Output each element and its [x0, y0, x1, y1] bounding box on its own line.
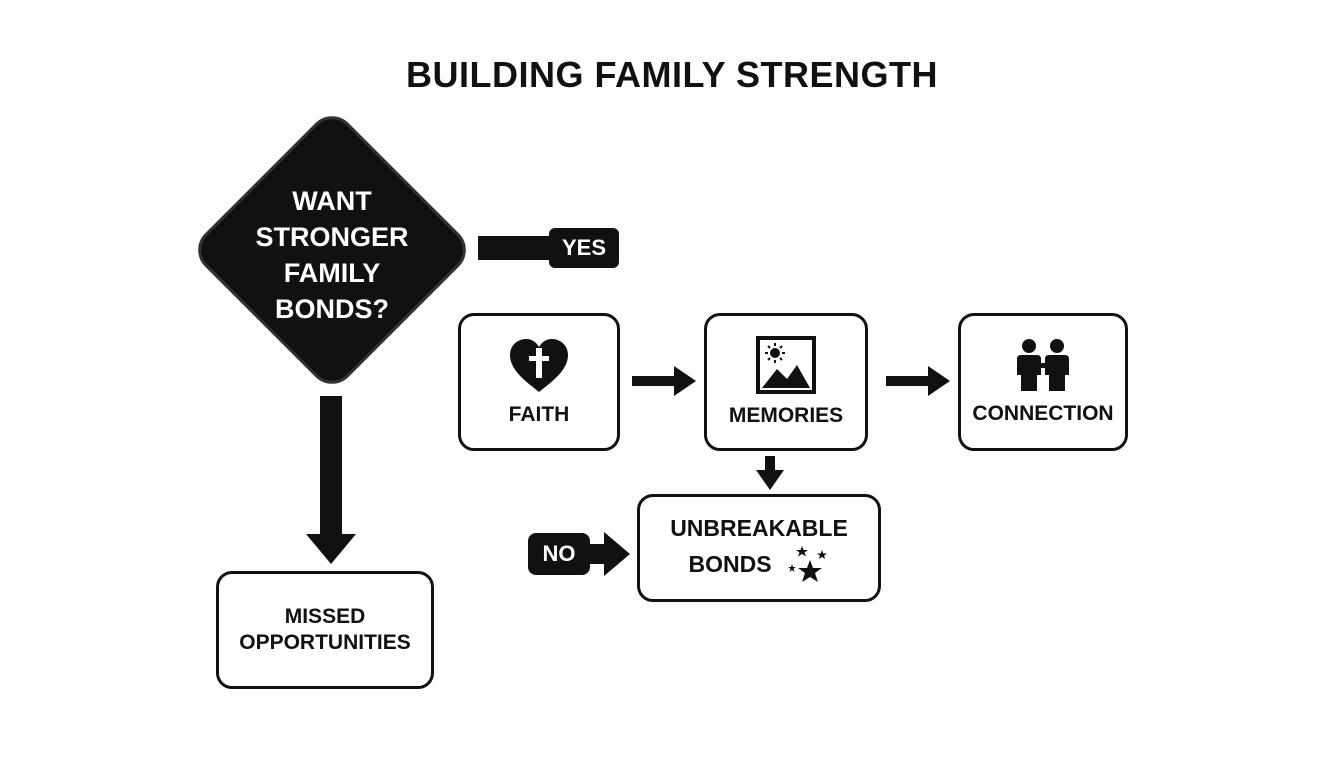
faith-node: FAITH: [458, 313, 620, 451]
arrow-memories-to-connection: [886, 366, 950, 396]
connection-label: CONNECTION: [972, 402, 1114, 425]
connection-node: CONNECTION: [958, 313, 1128, 451]
arrow-memories-to-unbreakable: [756, 456, 784, 490]
missed-line2: OPPORTUNITIES: [239, 631, 411, 654]
missed-opportunities-node: MISSED OPPORTUNITIES: [216, 571, 434, 689]
picture-icon: [756, 336, 816, 394]
memories-node: MEMORIES: [704, 313, 868, 451]
decision-diamond: [198, 116, 466, 384]
people-icon: [1017, 339, 1069, 391]
yes-connector: [478, 236, 556, 260]
memories-label: MEMORIES: [728, 404, 844, 427]
yes-label: YES: [549, 228, 619, 268]
unbreakable-line2: BONDS: [688, 551, 772, 577]
arrow-faith-to-memories: [632, 366, 696, 396]
heart-cross-icon: [510, 339, 568, 392]
decision-text: WANT STRONGER FAMILY BONDS?: [255, 186, 409, 324]
no-label: NO: [528, 533, 590, 575]
unbreakable-line1: UNBREAKABLE: [670, 515, 848, 541]
stars-icon: [787, 546, 827, 582]
page-title: BUILDING FAMILY STRENGTH: [405, 54, 939, 95]
arrow-no-to-unbreakable: [588, 532, 630, 576]
down-arrow-to-missed: [306, 396, 356, 564]
faith-label: FAITH: [508, 403, 570, 426]
missed-line1: MISSED: [284, 605, 366, 628]
unbreakable-bonds-node: UNBREAKABLE BONDS: [637, 494, 881, 602]
